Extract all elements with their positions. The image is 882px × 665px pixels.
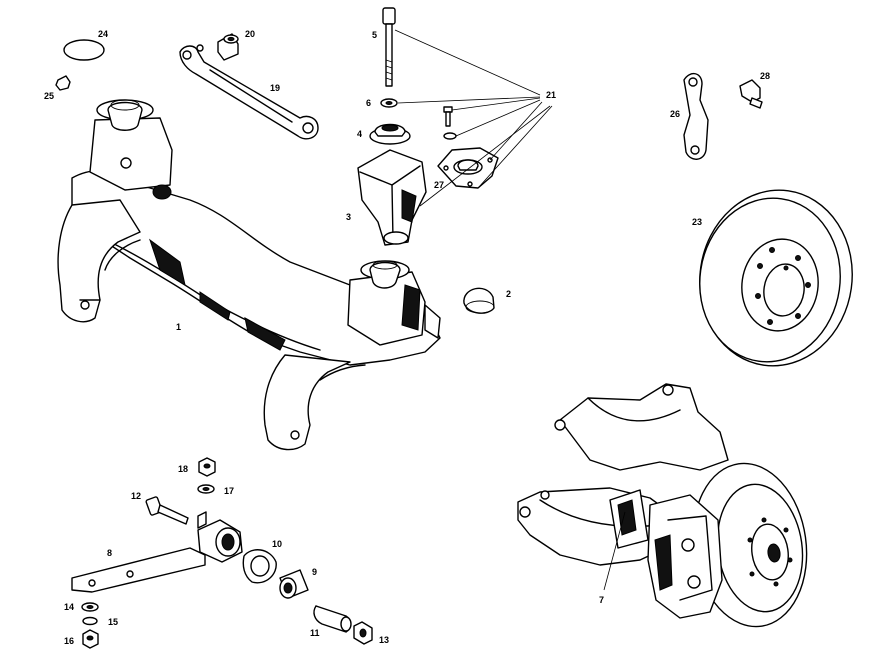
leader-lines-21 bbox=[394, 29, 553, 207]
callout-28: 28 bbox=[760, 71, 770, 81]
callout-18: 18 bbox=[178, 464, 188, 474]
mount-cup-part-4 bbox=[369, 123, 411, 145]
callout-1: 1 bbox=[176, 322, 181, 332]
callout-8: 8 bbox=[107, 548, 112, 558]
small-bolt-part-21 bbox=[443, 106, 457, 140]
washer-part-14 bbox=[81, 602, 99, 612]
rubber-cap-part-2 bbox=[463, 287, 495, 314]
callout-20: 20 bbox=[245, 29, 255, 39]
callout-3: 3 bbox=[346, 212, 351, 222]
callout-24: 24 bbox=[98, 29, 108, 39]
top-mount-plate-part-27 bbox=[437, 147, 499, 189]
strut-rod-part-19 bbox=[179, 44, 319, 140]
callout-15: 15 bbox=[108, 617, 118, 627]
nut-part-13 bbox=[353, 621, 373, 645]
suspension-assembly-part-7 bbox=[517, 383, 808, 628]
callout-13: 13 bbox=[379, 635, 389, 645]
flanged-bushing-part-9 bbox=[242, 549, 309, 599]
callout-23: 23 bbox=[692, 217, 702, 227]
callout-12: 12 bbox=[131, 491, 141, 501]
callout-14: 14 bbox=[64, 602, 74, 612]
tension-strut-part-8 bbox=[71, 547, 206, 593]
nut-part-16 bbox=[82, 629, 99, 649]
callout-19: 19 bbox=[270, 83, 280, 93]
nut-part-18 bbox=[198, 457, 216, 477]
shock-tower-part-3 bbox=[357, 149, 427, 246]
brake-disc-part-23 bbox=[699, 189, 853, 367]
rubber-disc-part-24 bbox=[63, 39, 105, 61]
spring-washer-part-17 bbox=[197, 484, 215, 494]
sleeve-part-11 bbox=[313, 605, 352, 633]
callout-9: 9 bbox=[312, 567, 317, 577]
bleeder-part-28 bbox=[739, 79, 763, 109]
small-nut-part-25 bbox=[55, 75, 71, 91]
callout-17: 17 bbox=[224, 486, 234, 496]
spring-washer-part-15 bbox=[82, 616, 98, 626]
leader-line-7 bbox=[603, 511, 626, 591]
lock-plate-part-26 bbox=[683, 73, 709, 160]
long-bolt-part-5 bbox=[382, 7, 396, 87]
bolt-part-12 bbox=[145, 496, 189, 525]
callout-labels: 1 2 3 4 5 6 7 8 9 10 11 12 13 14 15 16 1… bbox=[44, 29, 770, 646]
bracket-collar-part-10 bbox=[197, 511, 243, 563]
callout-11: 11 bbox=[310, 628, 320, 638]
callout-16: 16 bbox=[64, 636, 74, 646]
washer-part-6 bbox=[380, 98, 398, 108]
callout-26: 26 bbox=[670, 109, 680, 119]
callout-2: 2 bbox=[506, 289, 511, 299]
callout-5: 5 bbox=[372, 30, 377, 40]
callout-6: 6 bbox=[366, 98, 371, 108]
callout-7: 7 bbox=[599, 595, 604, 605]
bushing-part-20 bbox=[217, 33, 239, 61]
callout-25: 25 bbox=[44, 91, 54, 101]
callout-4: 4 bbox=[357, 129, 362, 139]
callout-10: 10 bbox=[272, 539, 282, 549]
crossmember-part-1 bbox=[57, 99, 441, 451]
callout-27: 27 bbox=[434, 180, 444, 190]
callout-21: 21 bbox=[546, 90, 556, 100]
